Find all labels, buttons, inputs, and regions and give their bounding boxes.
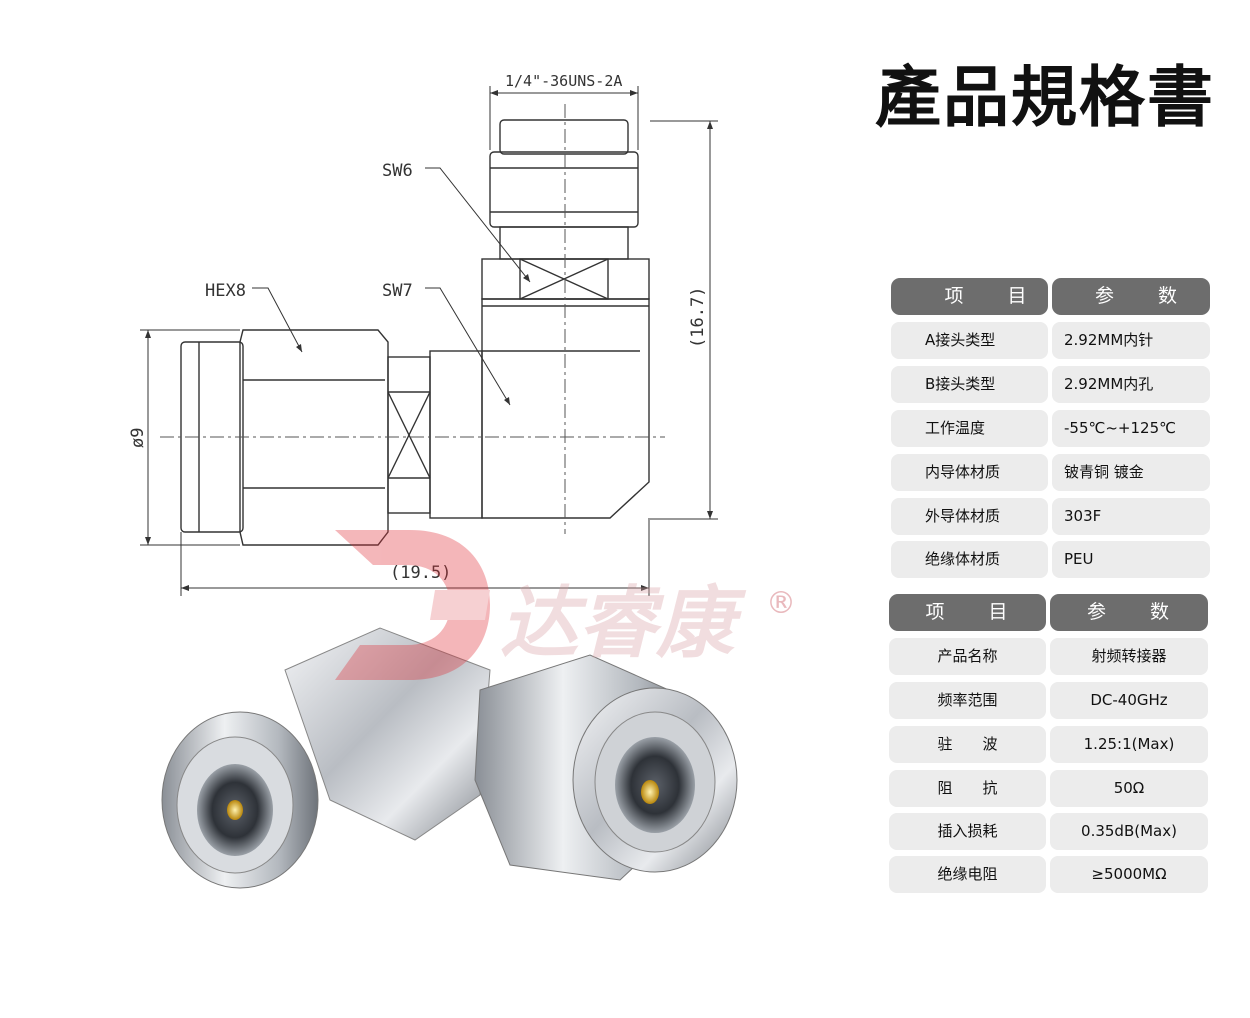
hex8-label: HEX8 <box>205 281 246 301</box>
row-value: ≥5000MΩ <box>1050 856 1208 893</box>
row-value: 铍青铜 镀金 <box>1052 454 1210 491</box>
watermark-brand: 达睿康 <box>500 579 747 669</box>
row-label: 绝缘电阻 <box>889 856 1046 893</box>
row-label: 驻 波 <box>889 726 1046 763</box>
table1-header-value: 参 数 <box>1052 278 1210 315</box>
row-label: 外导体材质 <box>891 498 1048 535</box>
thread-label: 1/4"-36UNS-2A <box>505 72 622 90</box>
row-value: 2.92MM内孔 <box>1052 366 1210 403</box>
row-label: 频率范围 <box>889 682 1046 719</box>
sw6-label: SW6 <box>382 161 413 181</box>
row-label: 产品名称 <box>889 638 1046 675</box>
row-label: B接头类型 <box>891 366 1048 403</box>
sw7-label: SW7 <box>382 281 413 301</box>
row-label: 阻 抗 <box>889 770 1046 807</box>
row-label: 工作温度 <box>891 410 1048 447</box>
registered-mark: ® <box>766 586 796 621</box>
row-value: PEU <box>1052 541 1210 578</box>
page-title: 產品規格書 <box>875 58 1215 136</box>
row-value: 射频转接器 <box>1050 638 1208 675</box>
technical-drawing: 1/4"-36UNS-2A SW6 SW7 HEX8 (19.5) ø9 (16… <box>128 72 718 596</box>
top-thread-body <box>499 119 629 155</box>
elbow-left-block <box>429 350 483 519</box>
brand-watermark: 达睿康 <box>335 530 747 680</box>
row-label: 插入损耗 <box>889 813 1046 850</box>
row-value: DC-40GHz <box>1050 682 1208 719</box>
row-label: 绝缘体材质 <box>891 541 1048 578</box>
row-value: 50Ω <box>1050 770 1208 807</box>
spec-table-1: 项 目 参 数 A接头类型 2.92MM内针 B接头类型 2.92MM内孔 工作… <box>891 278 1210 578</box>
row-value: 1.25:1(Max) <box>1050 726 1208 763</box>
table2-header-value: 参 数 <box>1050 594 1208 631</box>
top-neck <box>499 226 629 260</box>
row-value: 303F <box>1052 498 1210 535</box>
table1-header-item: 项 目 <box>891 278 1048 315</box>
table2-header-item: 项 目 <box>889 594 1046 631</box>
row-value: 0.35dB(Max) <box>1050 813 1208 850</box>
row-value: 2.92MM内针 <box>1052 322 1210 359</box>
width-dimension: (19.5) <box>390 563 451 583</box>
spec-table-2: 项 目 参 数 产品名称 射频转接器 频率范围 DC-40GHz 驻 波 1.2… <box>889 594 1208 894</box>
height-dimension: (16.7) <box>688 287 708 348</box>
hex8-nut <box>239 329 389 546</box>
top-nut <box>489 151 639 228</box>
diameter-dimension: ø9 <box>128 428 148 448</box>
product-photo <box>161 627 738 889</box>
row-value: -55℃~+125℃ <box>1052 410 1210 447</box>
row-label: A接头类型 <box>891 322 1048 359</box>
row-label: 内导体材质 <box>891 454 1048 491</box>
